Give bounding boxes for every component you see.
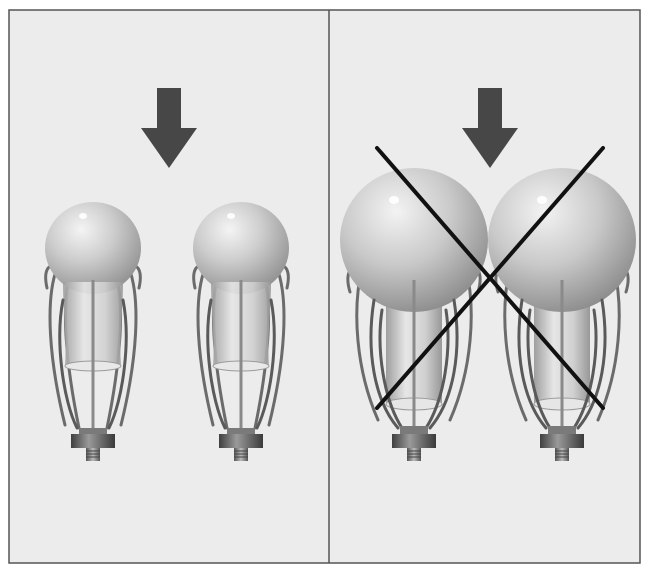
figure-canvas <box>0 0 649 566</box>
bulb-size-comparison-figure <box>0 0 649 566</box>
